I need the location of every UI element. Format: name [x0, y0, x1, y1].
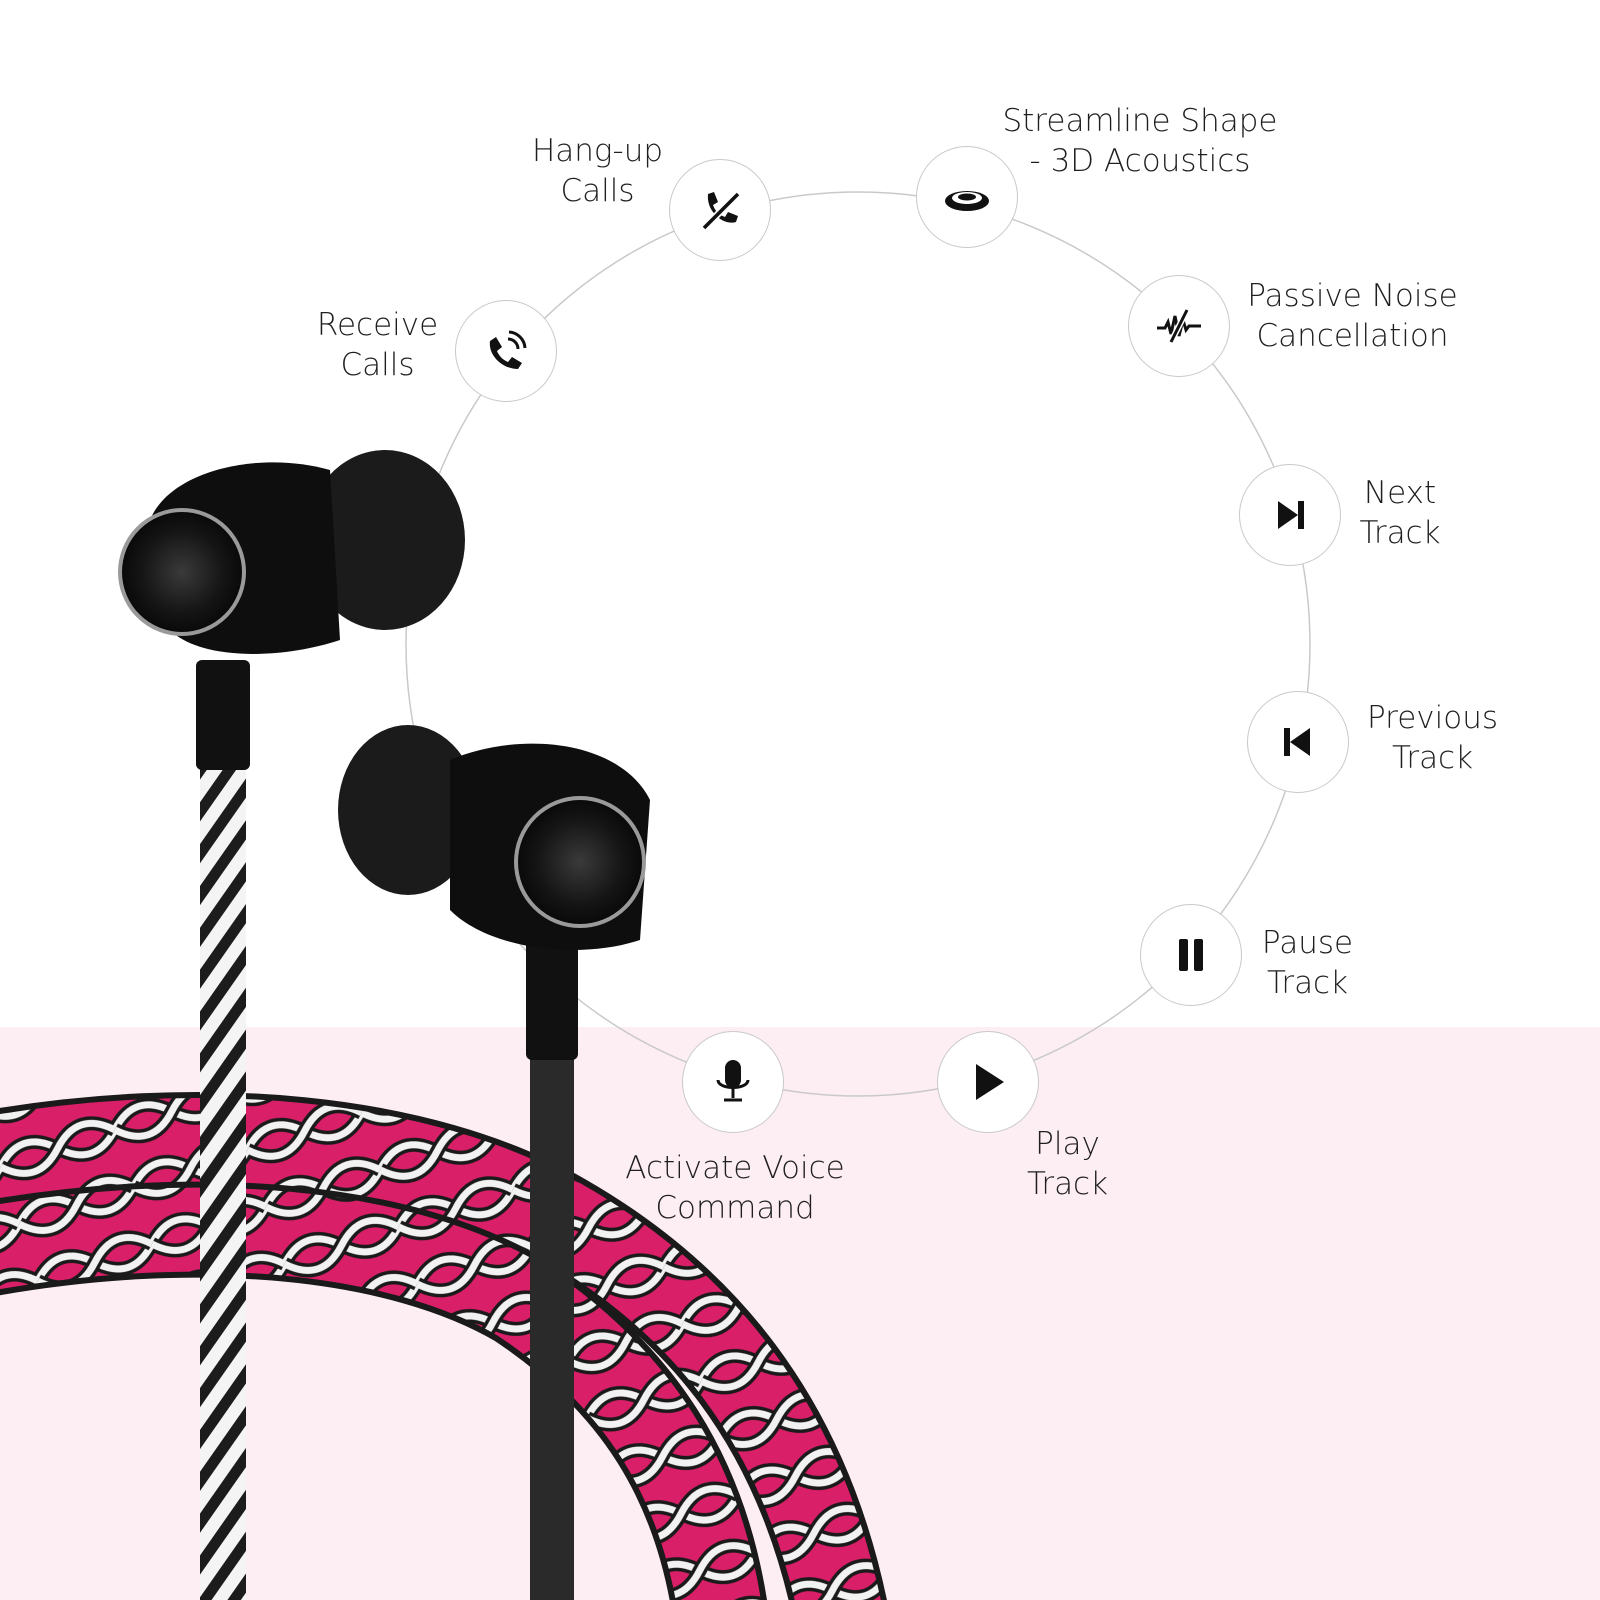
streamline-shape-badge: [916, 146, 1018, 248]
receive-calls-badge: [455, 300, 557, 402]
voice-command-badge: [682, 1031, 784, 1133]
acoustics-icon: [945, 191, 989, 211]
streamline-shape-label: Streamline Shape- 3D Acoustics: [1002, 103, 1278, 179]
pause-icon: [1179, 939, 1203, 971]
play-track-badge: [937, 1031, 1039, 1133]
phone-hangup-icon: [701, 191, 741, 231]
pause-track-badge: [1140, 904, 1242, 1006]
phone-ringing-icon: [489, 330, 527, 369]
skip-previous-icon: [1284, 728, 1310, 756]
skip-next-icon: [1278, 501, 1304, 529]
previous-track-badge: [1247, 691, 1349, 793]
noise-cancel-icon: [1157, 308, 1201, 344]
play-icon: [976, 1064, 1004, 1100]
passive-noise-badge: [1128, 275, 1230, 377]
hang-up-calls-badge: [669, 159, 771, 261]
next-track-badge: [1239, 464, 1341, 566]
microphone-icon: [716, 1060, 750, 1102]
